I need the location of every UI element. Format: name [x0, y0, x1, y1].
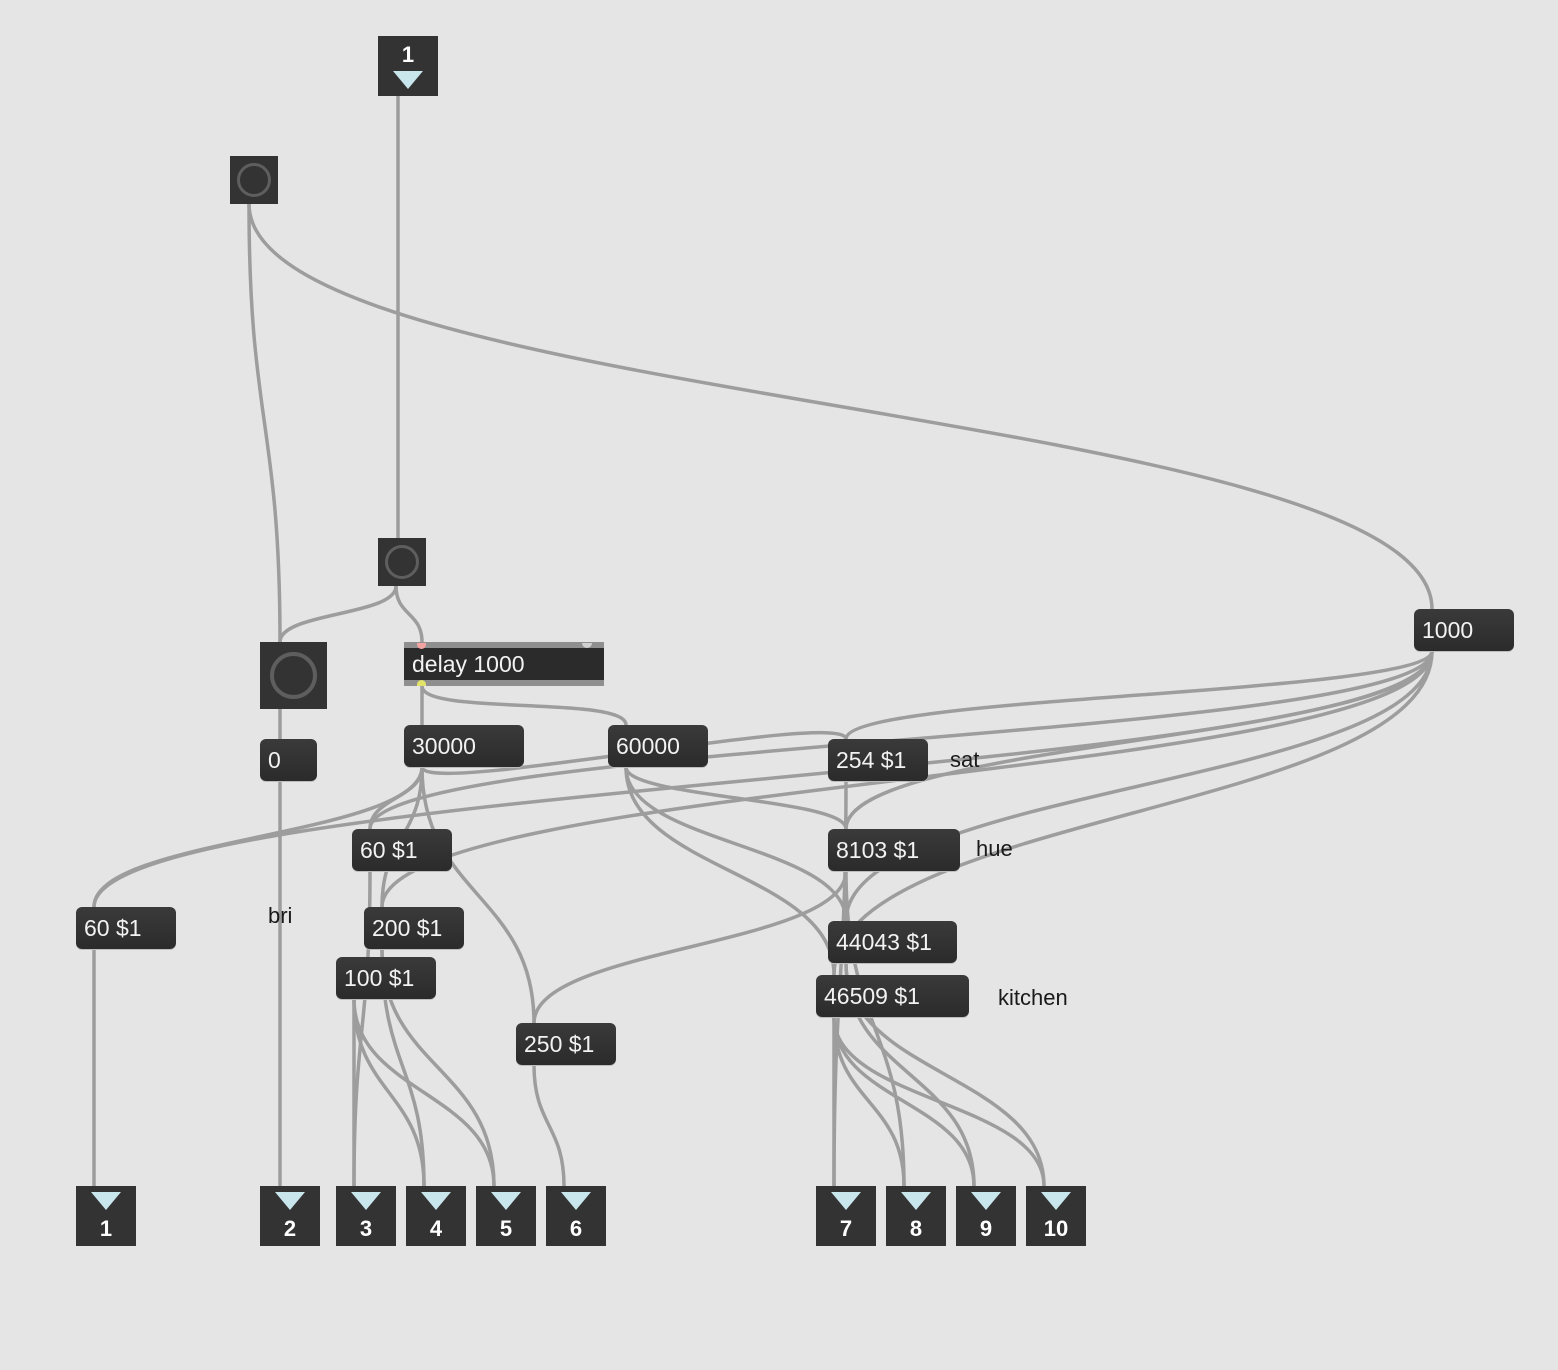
outlet-number: 8 [909, 1216, 923, 1241]
message-0[interactable]: 0 [260, 739, 317, 781]
outlet-number: 5 [499, 1216, 513, 1241]
patch-cord [532, 1063, 566, 1188]
message-44043[interactable]: 44043 $1 [828, 921, 957, 963]
outlet-7[interactable]: 7 [816, 1186, 876, 1246]
patch-cord [247, 202, 1434, 611]
patch-cord [832, 1015, 1046, 1188]
message-100[interactable]: 100 $1 [336, 957, 436, 999]
bang-button-top[interactable] [230, 156, 278, 204]
comment-kitchen: kitchen [998, 985, 1068, 1010]
patch-cord [352, 997, 426, 1188]
outlet-arrow-icon [971, 1192, 1001, 1210]
outlet-arrow-icon [901, 1192, 931, 1210]
outlet-10[interactable]: 10 [1026, 1186, 1086, 1246]
outlet-number: 1 [99, 1216, 113, 1241]
outlet-arrow-icon [275, 1192, 305, 1210]
message-1000[interactable]: 1000 [1414, 609, 1514, 651]
patch-cord [832, 649, 1434, 977]
message-250[interactable]: 250 $1 [516, 1023, 616, 1065]
inlet-number: 1 [401, 42, 415, 67]
comment-hue: hue [976, 836, 1013, 861]
outlet-number: 9 [979, 1216, 993, 1241]
patch-cord [832, 1015, 976, 1188]
outlet-arrow-icon [351, 1192, 381, 1210]
delay-inlet-left[interactable] [417, 643, 426, 649]
outlet-9[interactable]: 9 [956, 1186, 1016, 1246]
message-200[interactable]: 200 $1 [364, 907, 464, 949]
patch-cord [352, 997, 496, 1188]
comment-sat: sat [950, 747, 980, 772]
outlet-number: 6 [569, 1216, 583, 1241]
outlet-arrow-icon [1041, 1192, 1071, 1210]
patch-cord [532, 869, 848, 1025]
bang-circle-icon [237, 163, 271, 197]
patch-cord [394, 584, 424, 644]
patch-cord [624, 765, 848, 831]
outlet-arrow-icon [491, 1192, 521, 1210]
outlet-4[interactable]: 4 [406, 1186, 466, 1246]
patch-cord [278, 584, 398, 644]
patch-cord [624, 765, 836, 977]
patch-cord [247, 202, 282, 644]
inlet-arrow-icon [393, 71, 423, 89]
outlet-arrow-icon [831, 1192, 861, 1210]
bang-circle-icon [385, 545, 419, 579]
patch-cord [420, 765, 536, 1025]
outlet-6[interactable]: 6 [546, 1186, 606, 1246]
message-60-left[interactable]: 60 $1 [76, 907, 176, 949]
outlet-arrow-icon [91, 1192, 121, 1210]
outlet-number: 4 [429, 1216, 443, 1241]
delay-label: delay 1000 [412, 651, 525, 677]
patch-cord [832, 1015, 906, 1188]
message-254-sat[interactable]: 254 $1 [828, 739, 928, 781]
outlet-number: 2 [283, 1216, 297, 1241]
patch-cord [420, 684, 628, 727]
outlet-8[interactable]: 8 [886, 1186, 946, 1246]
comment-bri: bri [268, 903, 293, 928]
message-8103-hue[interactable]: 8103 $1 [828, 829, 960, 871]
outlet-arrow-icon [561, 1192, 591, 1210]
outlet-3[interactable]: 3 [336, 1186, 396, 1246]
patch-cord [844, 649, 1434, 741]
outlet-1[interactable]: 1 [76, 1186, 136, 1246]
outlet-arrow-icon [421, 1192, 451, 1210]
outlet-number: 3 [359, 1216, 373, 1241]
message-46509-kitchen[interactable]: 46509 $1 [816, 975, 969, 1017]
delay-inlet-right[interactable] [582, 643, 592, 648]
bang-button-middle[interactable] [378, 538, 426, 586]
delay-object[interactable]: delay 1000 [404, 642, 604, 686]
outlet-5[interactable]: 5 [476, 1186, 536, 1246]
delay-outlet[interactable] [417, 680, 426, 686]
bang-circle-icon [270, 652, 317, 699]
inlet-1[interactable]: 1 [378, 36, 438, 96]
outlet-2[interactable]: 2 [260, 1186, 320, 1246]
bang-button-large[interactable] [260, 642, 327, 709]
message-60000[interactable]: 60000 [608, 725, 708, 767]
message-30000[interactable]: 30000 [404, 725, 524, 767]
message-60-center[interactable]: 60 $1 [352, 829, 452, 871]
outlet-number: 10 [1043, 1216, 1069, 1241]
outlet-number: 7 [839, 1216, 853, 1241]
